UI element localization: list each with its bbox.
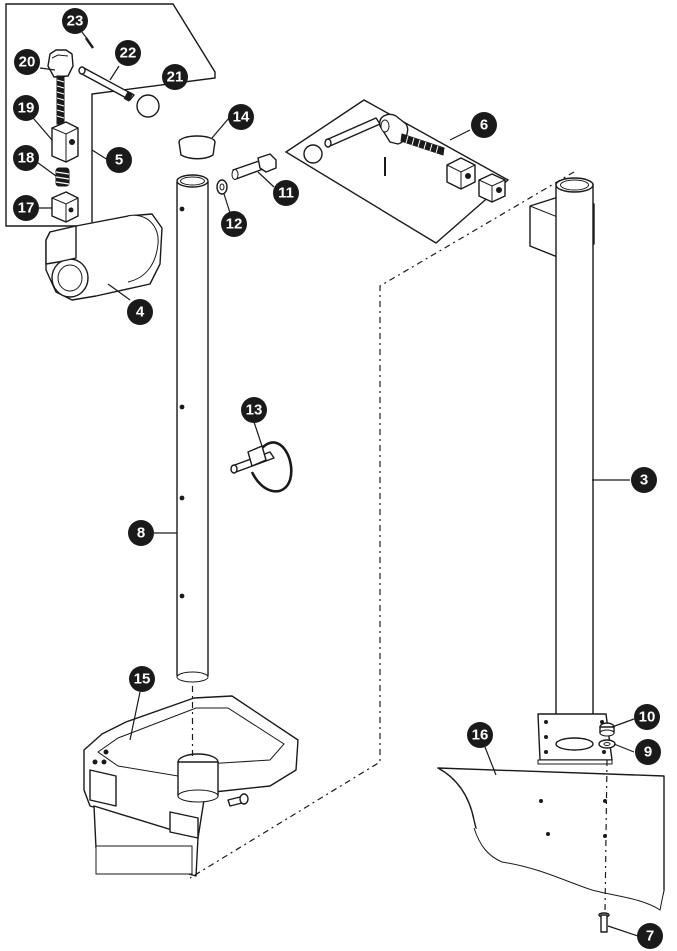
svg-text:5: 5	[115, 152, 123, 169]
svg-text:3: 3	[640, 472, 648, 489]
callout-18: 18	[13, 145, 39, 171]
callout-7: 7	[637, 923, 663, 949]
part-7-screw	[598, 912, 610, 933]
svg-text:7: 7	[646, 928, 654, 945]
part-15-base-tray	[83, 695, 299, 877]
callout-20: 20	[14, 49, 40, 75]
callout-4: 4	[127, 299, 153, 325]
svg-text:19: 19	[18, 100, 35, 117]
callout-23: 23	[62, 8, 88, 34]
part-10-nut	[599, 722, 615, 737]
svg-text:17: 17	[18, 200, 35, 217]
callout-12: 12	[221, 211, 247, 237]
callout-11: 11	[273, 180, 299, 206]
hardware-inset-panel	[5, 3, 216, 227]
callout-14: 14	[228, 104, 254, 130]
callout-3: 3	[631, 467, 657, 493]
part-3-post	[529, 177, 613, 765]
callout-10: 10	[634, 704, 660, 730]
callout-13: 13	[241, 397, 267, 423]
svg-text:11: 11	[278, 185, 294, 202]
callout-6: 6	[471, 112, 497, 138]
part-16-deck-plate	[437, 767, 665, 911]
part-8-upright-tube	[176, 174, 209, 683]
svg-text:13: 13	[246, 402, 263, 419]
callout-19: 19	[13, 95, 39, 121]
svg-text:8: 8	[137, 525, 145, 542]
callout-17: 17	[13, 195, 39, 221]
part-19-block	[51, 121, 79, 163]
part-18-spring	[55, 167, 70, 187]
svg-text:9: 9	[644, 744, 652, 761]
callout-16: 16	[467, 722, 493, 748]
svg-text:14: 14	[233, 109, 250, 126]
svg-text:10: 10	[639, 709, 656, 726]
svg-text:4: 4	[136, 304, 145, 321]
svg-text:15: 15	[134, 671, 151, 688]
part-11-bolt	[231, 153, 277, 180]
part-17-block	[51, 191, 79, 223]
assembly-lines	[189, 171, 608, 913]
callout-9: 9	[635, 739, 661, 765]
svg-text:16: 16	[472, 727, 489, 744]
part-22-rod	[78, 66, 135, 102]
part-6-crank-panel	[284, 99, 510, 244]
svg-text:22: 22	[120, 45, 137, 62]
callout-5: 5	[106, 147, 132, 173]
part-9-washer	[598, 739, 616, 749]
svg-text:12: 12	[226, 216, 243, 233]
callout-22: 22	[115, 40, 141, 66]
callout-8: 8	[128, 520, 154, 546]
svg-text:20: 20	[19, 54, 36, 71]
part-12-washer	[216, 179, 228, 195]
svg-text:18: 18	[18, 150, 35, 167]
callout-15: 15	[129, 666, 155, 692]
part-14-cap	[178, 135, 216, 160]
callout-21: 21	[162, 64, 188, 90]
svg-text:21: 21	[167, 69, 184, 86]
svg-text:23: 23	[67, 13, 84, 30]
part-21-ball	[136, 94, 160, 118]
part-4-sleeve	[45, 213, 163, 301]
svg-text:6: 6	[480, 117, 488, 134]
part-13-lynch-pin	[230, 441, 293, 493]
